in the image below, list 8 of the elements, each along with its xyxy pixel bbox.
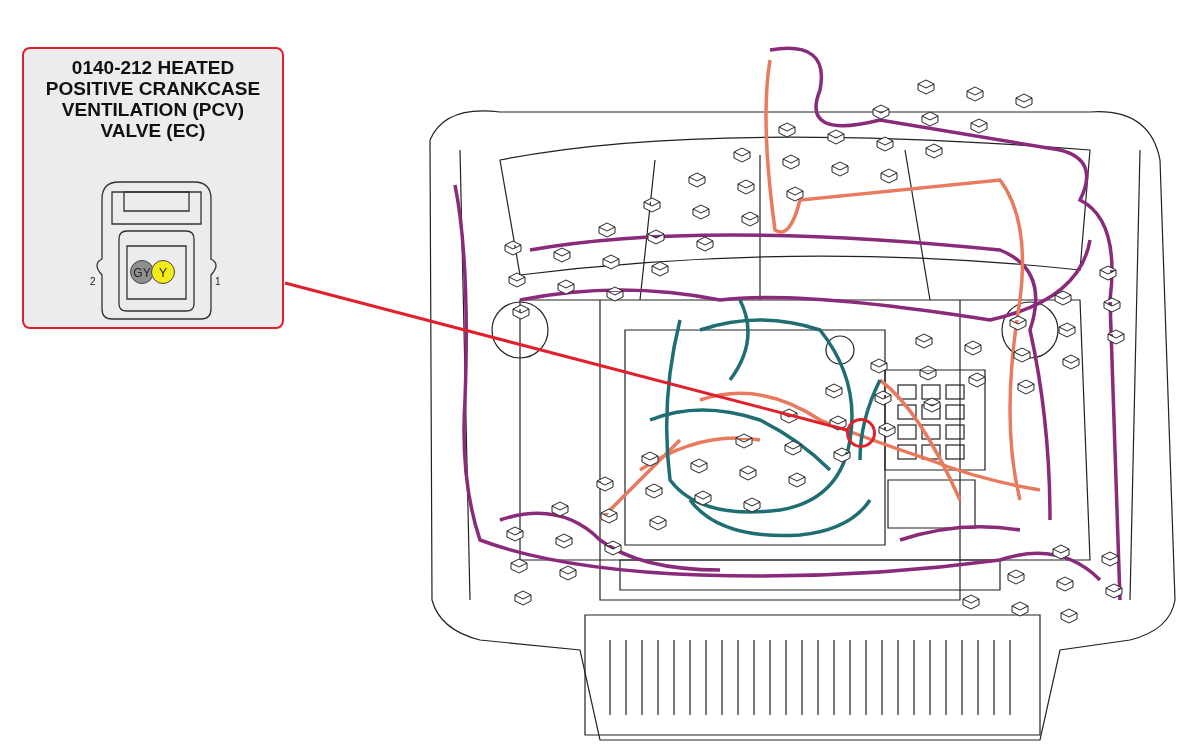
wire-color-label: GY [130,260,154,284]
pin-number: 1 [215,276,221,287]
highlight-ring [846,418,876,448]
wire-color-label: Y [151,260,175,284]
callout-title: 0140-212 HEATED POSITIVE CRANKCASE VENTILATION (PCV) VALVE (EC) [44,57,262,141]
leader-line [284,281,848,432]
pin-number: 2 [90,276,96,287]
callout-box [22,47,284,329]
